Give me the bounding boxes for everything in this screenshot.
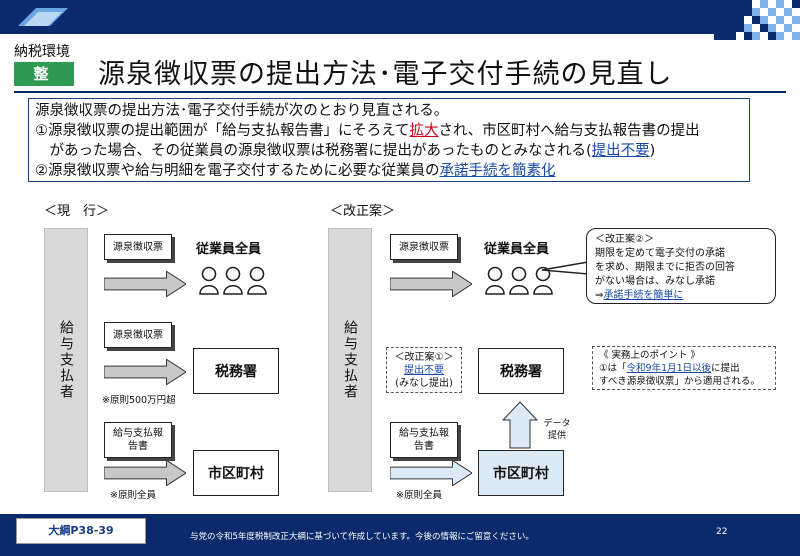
summary-item-1: ①源泉徴収票の提出範囲が「給与支払報告書」にそろえて拡大され、市区町村へ給与支払…	[35, 121, 749, 141]
proposal-2-callout: ＜改正案②＞ 期限を定めて電子交付の承諾 を求め、期限までに拒否の回答 がない場…	[586, 228, 776, 304]
arrow-current-tax	[104, 359, 186, 385]
summary-box: 源泉徴収票の提出方法･電子交付手続が次のとおり見直される。 ①源泉徴収票の提出範…	[28, 98, 750, 182]
practical-point-date[interactable]: 令和9年1月1日以後	[626, 363, 712, 374]
page-title: 源泉徴収票の提出方法･電子交付手続の見直し	[98, 59, 673, 90]
reference-button[interactable]: 大綱P38-39	[16, 518, 146, 544]
no-submission-link[interactable]: 提出不要	[591, 143, 650, 159]
proposal-2-link[interactable]: 承諾手続を簡単に	[603, 290, 684, 301]
practical-point-box: 《 実務上のポイント 》 ①は「令和9年1月1日以後に提出 すべき源泉徴収票」か…	[592, 346, 776, 390]
summary-item-1-cont: があった場合、その従業員の源泉徴収票は税務署に提出があったものとみなされる(提出…	[35, 141, 749, 161]
practical-point-title: 《 実務上のポイント 》	[599, 350, 701, 361]
checker-pattern-icon	[714, 0, 800, 40]
revised-payer-bar: 給与支払者	[328, 228, 372, 492]
revised-heading: ＜改正案＞	[330, 204, 396, 219]
summary-item-1-text-a: ①源泉徴収票の提出範囲が「給与支払報告書」にそろえて	[35, 123, 410, 139]
summary-item-1-text-c: があった場合、その従業員の源泉徴収票は税務署に提出があったものとみなされる(	[35, 143, 592, 159]
current-tax-note: ※原則500万円超	[102, 395, 176, 406]
revised-payer-label: 給与支払者	[342, 320, 358, 400]
header-bar	[0, 0, 800, 34]
current-city-office: 市区町村	[193, 450, 279, 496]
page-number: 22	[716, 527, 728, 537]
category-label: 納税環境	[14, 44, 70, 60]
summary-item-1-text-d: )	[649, 143, 656, 159]
proposal-1-title: ＜改正案①＞	[394, 352, 454, 363]
current-doc-salary-report: 給与支払報告書	[104, 422, 172, 458]
revised-employees-label: 従業員全員	[484, 242, 550, 257]
practical-point-text-a: ①は「	[599, 363, 627, 374]
consent-simplify-link[interactable]: 承諾手続を簡素化	[439, 163, 556, 179]
proposal-1-deemed: (みなし提出)	[395, 378, 453, 389]
arrow-revised-employees	[390, 271, 472, 297]
current-heading: ＜現 行＞	[44, 204, 110, 219]
title-divider	[14, 91, 786, 93]
summary-item-2-text: ②源泉徴収票や給与明細を電子交付するために必要な従業員の	[35, 163, 440, 179]
data-provision-label: データ提供	[543, 419, 571, 441]
current-tax-office: 税務署	[193, 348, 279, 394]
revised-city-office: 市区町村	[478, 450, 564, 496]
summary-intro: 源泉徴収票の提出方法･電子交付手続が次のとおり見直される。	[35, 103, 449, 119]
revised-doc-withholding: 源泉徴収票	[390, 234, 458, 260]
current-doc-withholding-2: 源泉徴収票	[104, 322, 172, 348]
revised-tax-office: 税務署	[478, 348, 564, 394]
summary-item-2: ②源泉徴収票や給与明細を電子交付するために必要な従業員の承諾手続を簡素化	[35, 161, 749, 181]
current-city-note: ※原則全員	[110, 490, 156, 501]
arrow-revised-city	[390, 460, 472, 486]
practical-point-text-b: に提出	[711, 363, 740, 374]
proposal-2-title: ＜改正案②＞	[595, 234, 654, 245]
proposal-2-arrow: ⇒	[595, 290, 604, 301]
practical-point-line-2: すべき源泉徴収票」から適用される。	[599, 376, 760, 387]
category-badge: 整 備	[14, 62, 74, 107]
proposal-2-line-3: がない場合は、みなし承諾	[595, 276, 715, 287]
current-payer-bar: 給与支払者	[44, 228, 88, 492]
current-employees-label: 従業員全員	[196, 242, 262, 257]
proposal-1-no-submission[interactable]: 提出不要	[404, 365, 444, 376]
proposal-2-line-2: を求め、期限までに拒否の回答	[595, 262, 735, 273]
footer-note: 与党の令和5年度税制改正大綱に基づいて作成しています。今後の情報にご留意ください…	[190, 532, 534, 542]
expansion-highlight: 拡大	[409, 123, 439, 139]
revised-city-note: ※原則全員	[396, 490, 442, 501]
logo-icon	[18, 8, 68, 26]
current-doc-withholding-1: 源泉徴収票	[104, 234, 172, 260]
current-payer-label: 給与支払者	[58, 320, 74, 400]
revised-doc-salary-report: 給与支払報告書	[390, 422, 458, 458]
summary-item-1-text-b: され、市区町村へ給与支払報告書の提出	[438, 123, 700, 139]
proposal-1-box: ＜改正案①＞ 提出不要 (みなし提出)	[386, 347, 462, 393]
arrow-current-employees	[104, 271, 186, 297]
arrow-data-provision	[501, 401, 539, 449]
proposal-2-line-1: 期限を定めて電子交付の承諾	[595, 248, 725, 259]
arrow-current-city	[104, 460, 186, 486]
